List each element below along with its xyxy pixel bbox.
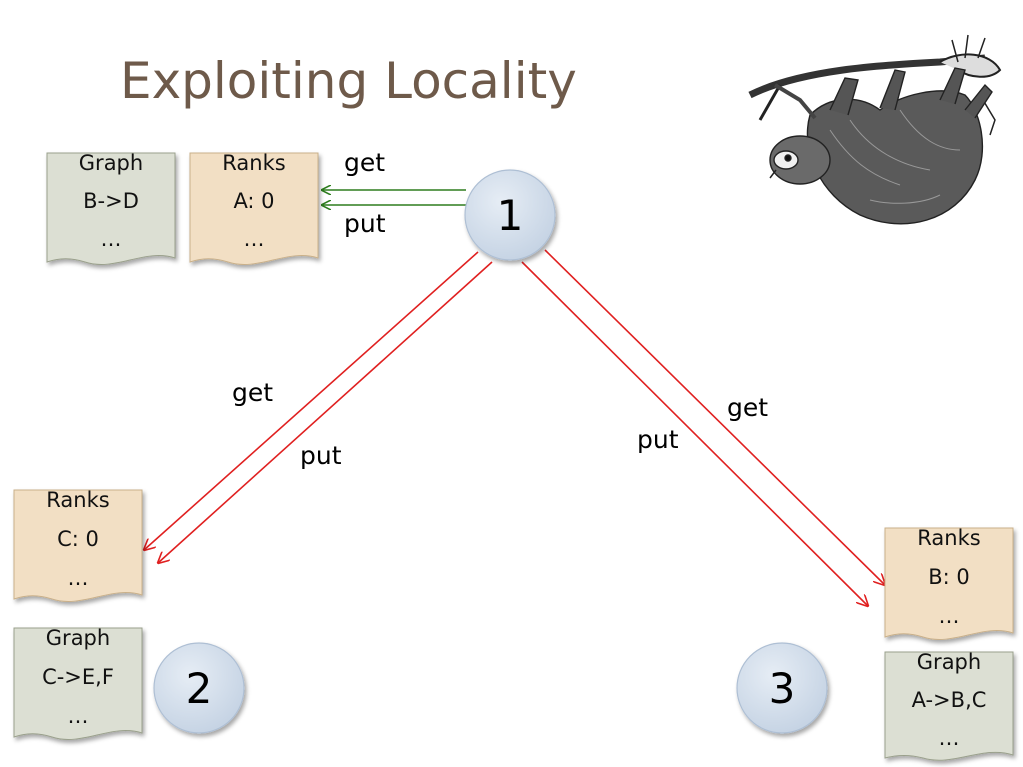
sloth-icon [748,34,1002,225]
node1-ranks-entry: A: 0 [233,189,274,213]
node1-ranks-title: Ranks [222,151,285,175]
node2-ranks-title: Ranks [46,488,109,512]
node1-ranks-ellipsis: … [244,227,265,251]
node3-graph-entry: A->B,C [912,688,987,712]
node3-graph-title: Graph [917,650,981,674]
local-arrows [322,190,466,205]
node1-graph-doc [46,152,176,265]
node-2: 2 [153,642,245,734]
node-1: 1 [464,169,556,261]
node2-graph-ellipsis: … [68,704,89,728]
node3-ranks-title: Ranks [917,526,980,550]
left-put-arrow [158,261,493,563]
node2-graph-doc [13,627,143,740]
right-put-label: put [637,425,679,454]
remote-arrows [144,249,885,606]
node2-ranks-entry: C: 0 [57,527,99,551]
left-get-arrow [144,251,479,550]
local-put-label: put [344,209,386,238]
node1-graph-title: Graph [79,151,143,175]
node-1-label: 1 [497,191,524,240]
node2-ranks-doc [13,489,143,602]
node3-ranks-entry: B: 0 [928,565,970,589]
left-put-label: put [300,441,342,470]
local-get-label: get [344,148,385,177]
node2-graph-entry: C->E,F [42,665,114,689]
node-3: 3 [736,642,828,734]
node1-graph-entry: B->D [83,189,139,213]
node1-graph-ellipsis: … [101,227,122,251]
node3-graph-doc [884,651,1014,761]
node2-ranks-ellipsis: … [68,566,89,590]
right-get-label: get [727,393,768,422]
node3-graph-ellipsis: … [939,726,960,750]
right-get-arrow [544,249,885,585]
left-get-label: get [232,378,273,407]
node1-ranks-doc [189,152,319,265]
slide-title: Exploiting Locality [120,52,577,110]
node-3-label: 3 [769,664,796,713]
node2-graph-title: Graph [46,626,110,650]
node3-ranks-ellipsis: … [939,604,960,628]
node3-ranks-doc [884,527,1014,640]
node-2-label: 2 [186,664,213,713]
right-put-arrow [521,261,868,606]
